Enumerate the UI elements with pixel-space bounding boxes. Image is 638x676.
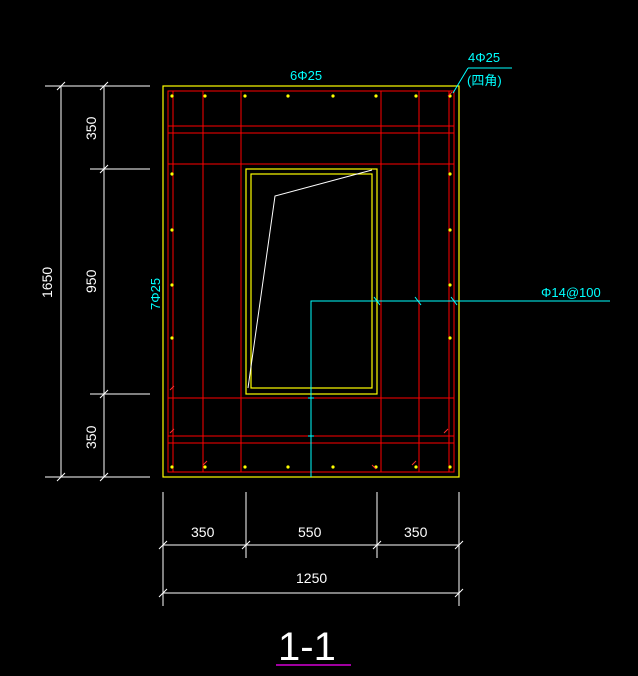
dim-bottom-total: 1250 xyxy=(296,570,327,586)
stirrup-leader xyxy=(310,67,610,477)
break-line xyxy=(247,169,373,389)
corner-note-label: (四角) xyxy=(467,73,502,88)
section-title: 1-1 xyxy=(278,625,336,669)
dim-left-top: 350 xyxy=(83,116,99,140)
dim-left-bottom: 350 xyxy=(83,425,99,449)
dim-left-mid: 950 xyxy=(83,269,99,293)
side-bars-label: 7Φ25 xyxy=(148,278,163,310)
rebar-dots xyxy=(170,94,452,469)
bottom-dimensions xyxy=(158,492,464,606)
corner-bars-label: 4Φ25 xyxy=(468,50,500,65)
dim-bottom-right: 350 xyxy=(404,524,428,540)
top-bars-label: 6Φ25 xyxy=(290,68,322,83)
stirrup-label: Φ14@100 xyxy=(541,285,601,300)
leader-ticks xyxy=(308,296,458,437)
dim-bottom-left: 350 xyxy=(191,524,215,540)
stirrup-hooks xyxy=(169,91,453,470)
dim-left-total: 1650 xyxy=(39,267,55,298)
left-dimensions xyxy=(45,81,150,482)
dim-bottom-mid: 550 xyxy=(298,524,322,540)
